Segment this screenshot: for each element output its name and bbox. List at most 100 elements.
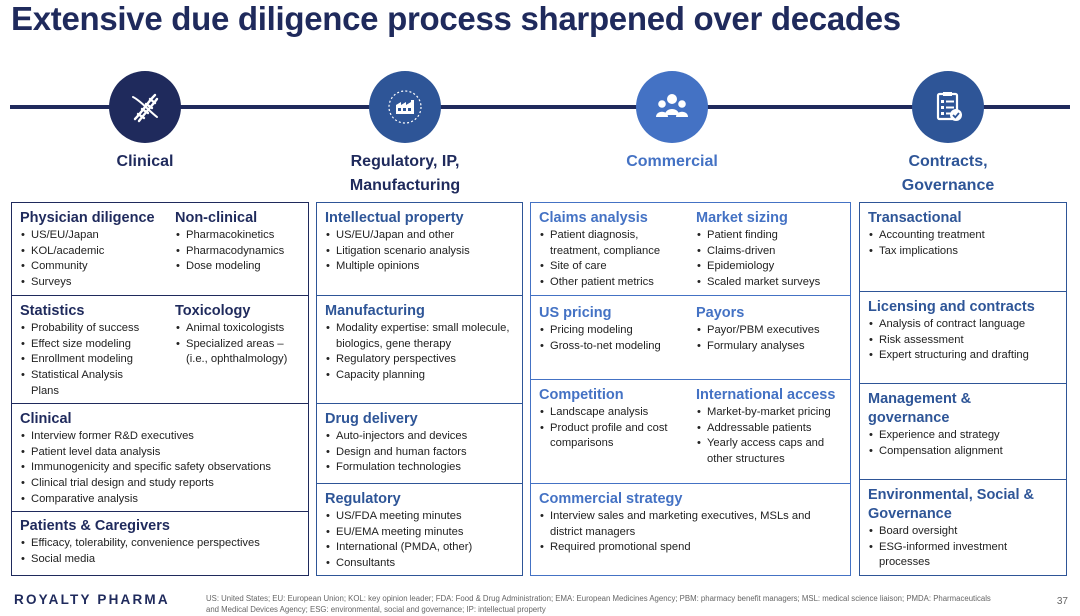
pricing-panel: US pricing Pricing modeling Gross-to-net… (531, 295, 850, 379)
regulatory-panel: Regulatory US/FDA meeting minutes EU/EMA… (317, 483, 522, 575)
list-item: International (PMDA, other) (325, 540, 520, 556)
commercial-column: Claims analysis Patient diagnosis, treat… (530, 202, 851, 576)
clinical-column: Physician diligence US/EU/Japan KOL/acad… (11, 202, 309, 576)
us-pricing-heading: US pricing (539, 305, 612, 321)
patients-heading: Patients & Caregivers (20, 518, 170, 534)
list-item: Site of care (539, 259, 689, 275)
list-item: Payor/PBM executives (696, 323, 848, 339)
list-item: Patient finding (696, 228, 848, 244)
list-item: Scaled market surveys (696, 275, 848, 291)
list-item: US/FDA meeting minutes (325, 509, 520, 525)
market-sizing-heading: Market sizing (696, 210, 788, 226)
claims-heading: Claims analysis (539, 210, 648, 226)
regulatory-header: Regulatory, IP, Manufacturing (349, 153, 461, 194)
drug-delivery-panel: Drug delivery Auto-injectors and devices… (317, 403, 522, 483)
list-item: Surveys (20, 275, 170, 291)
list-item: Modality expertise: small molecule, biol… (325, 321, 520, 352)
checklist-icon (936, 92, 962, 121)
list-item: Experience and strategy (868, 428, 1064, 444)
physician-heading: Physician diligence (20, 210, 155, 226)
list-item: US/EU/Japan (20, 228, 170, 244)
list-item: Analysis of contract language (868, 317, 1064, 333)
list-item: Required promotional spend (539, 540, 839, 556)
list-item: Comparative analysis (20, 492, 305, 508)
company-logo: ROYALTY PHARMA (14, 592, 170, 607)
list-item: Other patient metrics (539, 275, 689, 291)
manufacturing-heading: Manufacturing (325, 303, 425, 319)
list-item: Design and human factors (325, 445, 520, 461)
toxicology-heading: Toxicology (175, 303, 251, 319)
list-item: Interview former R&D executives (20, 429, 305, 445)
ip-panel: Intellectual property US/EU/Japan and ot… (317, 203, 522, 295)
list-item: Enrollment modeling (20, 352, 170, 368)
footnote: US: United States; EU: European Union; K… (206, 594, 991, 614)
contracts-column: Transactional Accounting treatment Tax i… (859, 202, 1067, 576)
list-item: Board oversight (868, 524, 1064, 540)
list-item: Formulary analyses (696, 339, 848, 355)
regulatory-heading: Regulatory (325, 491, 401, 507)
transactional-panel: Transactional Accounting treatment Tax i… (860, 203, 1066, 291)
list-item: Animal toxicologists (175, 321, 307, 337)
statistics-heading: Statistics (20, 303, 85, 319)
timeline-line (10, 105, 1070, 109)
list-item: Market-by-market pricing (696, 405, 848, 421)
nonclinical-heading: Non-clinical (175, 210, 258, 226)
list-item: Immunogenicity and specific safety obser… (20, 460, 305, 476)
competition-heading: Competition (539, 387, 624, 403)
international-heading: International access (696, 387, 836, 403)
contracts-header: Contracts, Governance (901, 153, 995, 194)
list-item: Pharmacokinetics (175, 228, 307, 244)
regulatory-circle (369, 71, 441, 143)
list-item: Yearly access caps and other structures (696, 436, 831, 467)
drug-delivery-heading: Drug delivery (325, 411, 418, 427)
clinical-panel: Clinical Interview former R&D executives… (12, 403, 308, 511)
payors-heading: Payors (696, 305, 745, 321)
list-item: Auto-injectors and devices (325, 429, 520, 445)
list-item: Product profile and cost comparisons (539, 421, 694, 452)
patients-panel: Patients & Caregivers Efficacy, tolerabi… (12, 511, 308, 575)
esg-heading: Environmental, Social & Governance (868, 487, 1034, 522)
list-item: Claims-driven (696, 244, 848, 260)
list-item: EU/EMA meeting minutes (325, 525, 520, 541)
list-item: Efficacy, tolerability, convenience pers… (20, 536, 305, 552)
statistics-panel: Statistics Probability of success Effect… (12, 295, 308, 403)
list-item: Effect size modeling (20, 337, 170, 353)
list-item: Expert structuring and drafting (868, 348, 1064, 364)
contracts-circle (912, 71, 984, 143)
list-item: Landscape analysis (539, 405, 694, 421)
competition-panel: Competition Landscape analysis Product p… (531, 379, 850, 483)
regulatory-column: Intellectual property US/EU/Japan and ot… (316, 202, 523, 576)
ip-heading: Intellectual property (325, 210, 464, 226)
list-item: Specialized areas – (i.e., ophthalmology… (175, 337, 307, 368)
list-item: Patient level data analysis (20, 445, 305, 461)
list-item: Pharmacodynamics (175, 244, 307, 260)
list-item: Dose modeling (175, 259, 307, 275)
manufacturing-panel: Manufacturing Modality expertise: small … (317, 295, 522, 403)
list-item: Compensation alignment (868, 444, 1064, 460)
list-item: ESG-informed investment processes (868, 540, 1048, 571)
commercial-circle (636, 71, 708, 143)
physician-panel: Physician diligence US/EU/Japan KOL/acad… (12, 203, 308, 295)
list-item: KOL/academic (20, 244, 170, 260)
list-item: Addressable patients (696, 421, 848, 437)
list-item: Interview sales and marketing executives… (539, 509, 839, 540)
list-item: Statistical Analysis Plans (20, 368, 140, 399)
list-item: Pricing modeling (539, 323, 689, 339)
dna-icon (132, 93, 159, 123)
list-item: Consultants (325, 556, 520, 572)
list-item: US/EU/Japan and other (325, 228, 520, 244)
list-item: Community (20, 259, 170, 275)
list-item: Gross-to-net modeling (539, 339, 689, 355)
licensing-heading: Licensing and contracts (868, 299, 1035, 315)
list-item: Risk assessment (868, 333, 1064, 349)
strategy-heading: Commercial strategy (539, 491, 683, 507)
clinical-circle (109, 71, 181, 143)
clinical-subheading: Clinical (20, 411, 72, 427)
licensing-panel: Licensing and contracts Analysis of cont… (860, 291, 1066, 383)
list-item: Litigation scenario analysis (325, 244, 520, 260)
list-item: Tax implications (868, 244, 1064, 260)
factory-icon (388, 90, 422, 124)
list-item: Accounting treatment (868, 228, 1064, 244)
strategy-panel: Commercial strategy Interview sales and … (531, 483, 850, 575)
list-item: Capacity planning (325, 368, 520, 384)
